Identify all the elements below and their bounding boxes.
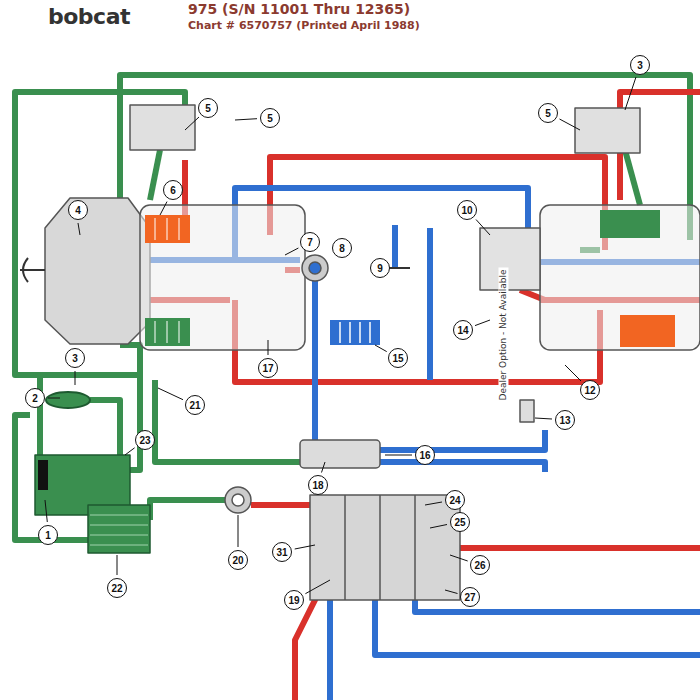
callout-number: 6 bbox=[163, 180, 183, 200]
callout-number: 3 bbox=[65, 348, 85, 368]
callout-number: 14 bbox=[453, 320, 473, 340]
callout-number: 21 bbox=[185, 395, 205, 415]
chart-number: Chart # 6570757 (Printed April 1988) bbox=[188, 19, 420, 32]
callout-number: 3 bbox=[630, 55, 650, 75]
callout-number: 19 bbox=[284, 590, 304, 610]
callout-number: 8 bbox=[332, 238, 352, 258]
callout-number: 25 bbox=[450, 512, 470, 532]
callout-number: 15 bbox=[388, 348, 408, 368]
callout-number: 17 bbox=[258, 358, 278, 378]
callout-number: 7 bbox=[300, 232, 320, 252]
callout-number: 2 bbox=[25, 388, 45, 408]
callout-number: 27 bbox=[460, 587, 480, 607]
callout-number: 31 bbox=[272, 542, 292, 562]
callout-number: 1 bbox=[38, 525, 58, 545]
callout-number: 10 bbox=[457, 200, 477, 220]
callout-number: 9 bbox=[370, 258, 390, 278]
option-note: Dealer Option - Not Available bbox=[498, 268, 508, 403]
callout-number: 5 bbox=[260, 108, 280, 128]
callout-number: 12 bbox=[580, 380, 600, 400]
callout-number: 24 bbox=[445, 490, 465, 510]
callout-number: 23 bbox=[135, 430, 155, 450]
callout-number: 18 bbox=[308, 475, 328, 495]
callout-number: 26 bbox=[470, 555, 490, 575]
callout-number: 20 bbox=[228, 550, 248, 570]
brand-logo: bobcat bbox=[48, 4, 130, 29]
callout-number: 5 bbox=[198, 98, 218, 118]
chart-title: 975 (S/N 11001 Thru 12365) bbox=[188, 1, 410, 17]
callout-number: 16 bbox=[415, 445, 435, 465]
callout-number: 22 bbox=[107, 578, 127, 598]
callout-number: 4 bbox=[68, 200, 88, 220]
callout-number: 13 bbox=[555, 410, 575, 430]
callout-number: 5 bbox=[538, 103, 558, 123]
